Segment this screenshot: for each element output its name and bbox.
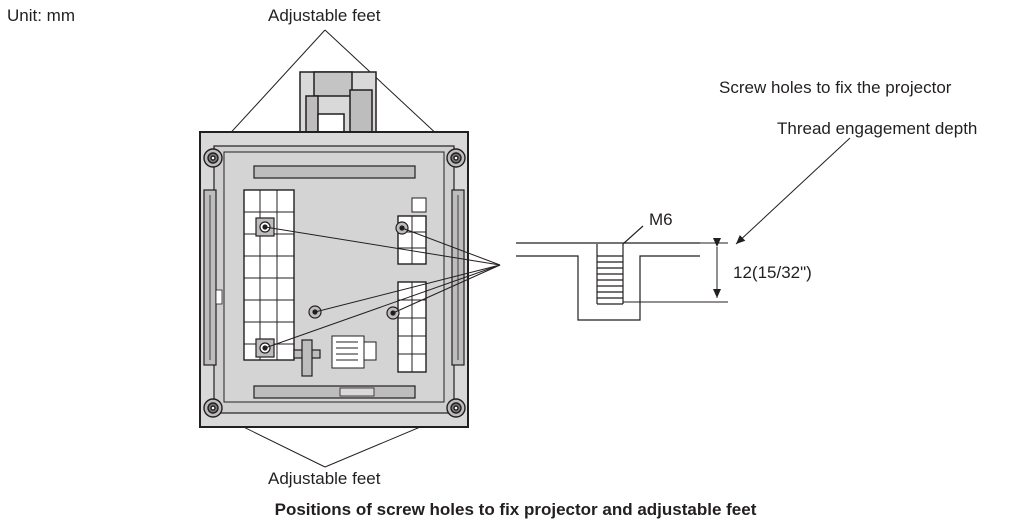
screw-size-label: M6 — [649, 210, 673, 229]
depth-dimension-label: 12(15/32") — [733, 263, 812, 282]
thread-cross-section — [516, 225, 700, 321]
figure-title: Positions of screw holes to fix projecto… — [274, 500, 757, 519]
adjustable-foot — [203, 148, 223, 168]
rating-plate — [331, 335, 377, 369]
screw-holes-label: Screw holes to fix the projector — [719, 78, 952, 97]
depth-dimension-line — [623, 238, 728, 303]
screw-hole-leader-lines — [264, 226, 501, 349]
adjustable-feet-label-top: Adjustable feet — [268, 6, 381, 25]
thread-depth-label: Thread engagement depth — [777, 119, 978, 138]
adjustable-foot — [446, 148, 466, 168]
unit-label: Unit: mm — [7, 6, 75, 25]
adjustable-foot — [203, 398, 223, 418]
right-vent-grid — [397, 197, 427, 373]
adjustable-feet-label-bottom: Adjustable feet — [268, 469, 381, 488]
cross-fitting — [293, 339, 321, 377]
projector-body — [199, 131, 469, 428]
adjustable-foot — [446, 398, 466, 418]
thread-depth-arrow — [735, 137, 851, 245]
left-vent-grid — [243, 189, 295, 361]
lens-housing — [299, 71, 377, 133]
